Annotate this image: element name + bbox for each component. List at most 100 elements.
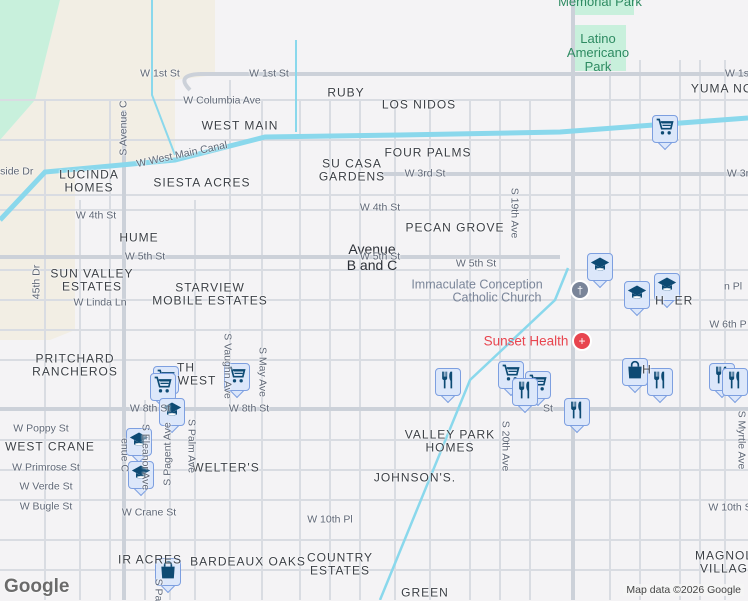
restaurant-marker[interactable] [435, 368, 461, 404]
street-label: W Linda Ln [73, 296, 127, 309]
shopping-cart-marker[interactable] [224, 363, 250, 399]
neighborhood-label: WEST [177, 373, 217, 388]
street-label: W 3r [726, 167, 748, 180]
neighborhood-label: GARDENS [318, 169, 386, 184]
street-label: rside Dr [0, 165, 34, 178]
street-label: W 5th St [124, 250, 166, 263]
school-icon [590, 255, 610, 280]
shopping-bag-marker[interactable] [155, 558, 181, 594]
neighborhood-label: GREEN [401, 585, 449, 600]
street-label: W 5th St [455, 257, 497, 270]
street-label: S Eleanor Ave [139, 423, 152, 491]
street-label: W Crane St [121, 506, 177, 519]
marker-body [587, 253, 613, 281]
neighborhood-label: H [655, 293, 665, 308]
locality-label: B and C [346, 257, 398, 273]
restaurant-icon [515, 380, 535, 405]
locality-label: Avenue [348, 241, 396, 257]
park-label[interactable]: Americano [566, 45, 630, 60]
school-icon [162, 400, 182, 425]
google-logo[interactable]: Google [4, 576, 70, 597]
neighborhood-label: HOMES [64, 180, 114, 195]
park-area [0, 0, 60, 140]
shopping-cart-icon [227, 365, 247, 390]
shopping-cart-icon [153, 375, 173, 400]
street-label: W 1st St [249, 67, 289, 80]
school-marker[interactable] [624, 281, 650, 317]
street-label: n Pl [723, 280, 743, 293]
church-label[interactable]: Catholic Church [452, 290, 542, 305]
neighborhood-label: SUN VALLEY [50, 266, 134, 281]
street-label: S May Ave [256, 347, 269, 397]
school-marker[interactable] [587, 253, 613, 289]
neighborhood-label: PRITCHARD [35, 351, 115, 366]
neighborhood-label: MOBILE ESTATES [152, 293, 268, 308]
neighborhood-label: RANCHEROS [32, 364, 118, 379]
neighborhood-label: YUMA NO [690, 81, 748, 96]
shopping-cart-marker[interactable] [150, 373, 176, 409]
shopping-cart-icon [655, 117, 675, 142]
neighborhood-label: SU CASA [322, 156, 382, 171]
street-label: W Verde St [19, 480, 73, 493]
neighborhood-label: SIESTA ACRES [153, 175, 251, 190]
hospital-icon[interactable]: + [572, 331, 592, 351]
street-label: S Avenue C [117, 100, 130, 156]
school-icon [657, 275, 677, 300]
school-icon [131, 463, 151, 488]
park-label[interactable]: Latino [580, 31, 616, 46]
shopping-cart-marker[interactable] [498, 361, 524, 397]
marker-body [126, 428, 152, 456]
street-label: St [543, 402, 553, 415]
shopping-bag-icon [158, 560, 178, 585]
street-label: W Bugle St [19, 500, 73, 513]
marker-body [652, 115, 678, 143]
street-label: 45th Dr [30, 264, 43, 300]
school-marker[interactable] [126, 428, 152, 464]
school-marker[interactable] [654, 273, 680, 309]
street-label: W 8th St [228, 402, 270, 415]
neighborhood-label: STARVIEW [175, 280, 245, 295]
street-label: S 19th Ave [508, 187, 521, 239]
school-icon [627, 283, 647, 308]
restaurant-marker[interactable] [722, 368, 748, 404]
street-label: enue C [118, 438, 131, 472]
latino-americano-park [572, 25, 626, 71]
marker-body [722, 368, 748, 396]
street-label: S Pa [152, 578, 165, 601]
restaurant-marker[interactable] [647, 368, 673, 404]
street-label: W 3rd St [404, 167, 446, 180]
neighborhood-label: TH [177, 360, 195, 375]
school-marker[interactable] [128, 461, 154, 497]
neighborhood-label: FOUR PALMS [384, 145, 472, 160]
shopping-bag-marker[interactable] [622, 358, 648, 394]
church-label[interactable]: Immaculate Conception [411, 277, 543, 292]
marker-body [159, 398, 185, 426]
neighborhood-label: IR ACRES [117, 552, 183, 567]
park-label[interactable]: Park [584, 59, 612, 74]
neighborhood-label: HUME [119, 230, 159, 245]
neighborhood-label: ER [674, 293, 694, 308]
shopping-cart-marker[interactable] [652, 115, 678, 151]
restaurant-marker[interactable] [512, 378, 538, 414]
map-attribution[interactable]: Map data ©2026 Google [623, 584, 744, 596]
neighborhood-label: WEST MAIN [201, 118, 279, 133]
neighborhood-label: PECAN GROVE [405, 220, 505, 235]
svg-text:+: + [578, 334, 585, 348]
restaurant-icon [650, 370, 670, 395]
marker-body [624, 281, 650, 309]
memorial-park-label[interactable]: Memorial Park [558, 0, 642, 9]
street-label: W 1st St [140, 67, 180, 80]
hospital-label[interactable]: Sunset Health [483, 333, 569, 349]
desert-area [0, 0, 215, 220]
street-label: S Pagent Ave [161, 422, 174, 486]
school-marker[interactable] [159, 398, 185, 434]
street-label: S Vaughn Ave [221, 333, 234, 399]
street-label: W 4th St [359, 201, 401, 214]
marker-body [564, 398, 590, 426]
church-icon[interactable]: † [570, 280, 590, 300]
neighborhood-label: VALLEY PARK [404, 427, 496, 442]
restaurant-marker[interactable] [564, 398, 590, 434]
